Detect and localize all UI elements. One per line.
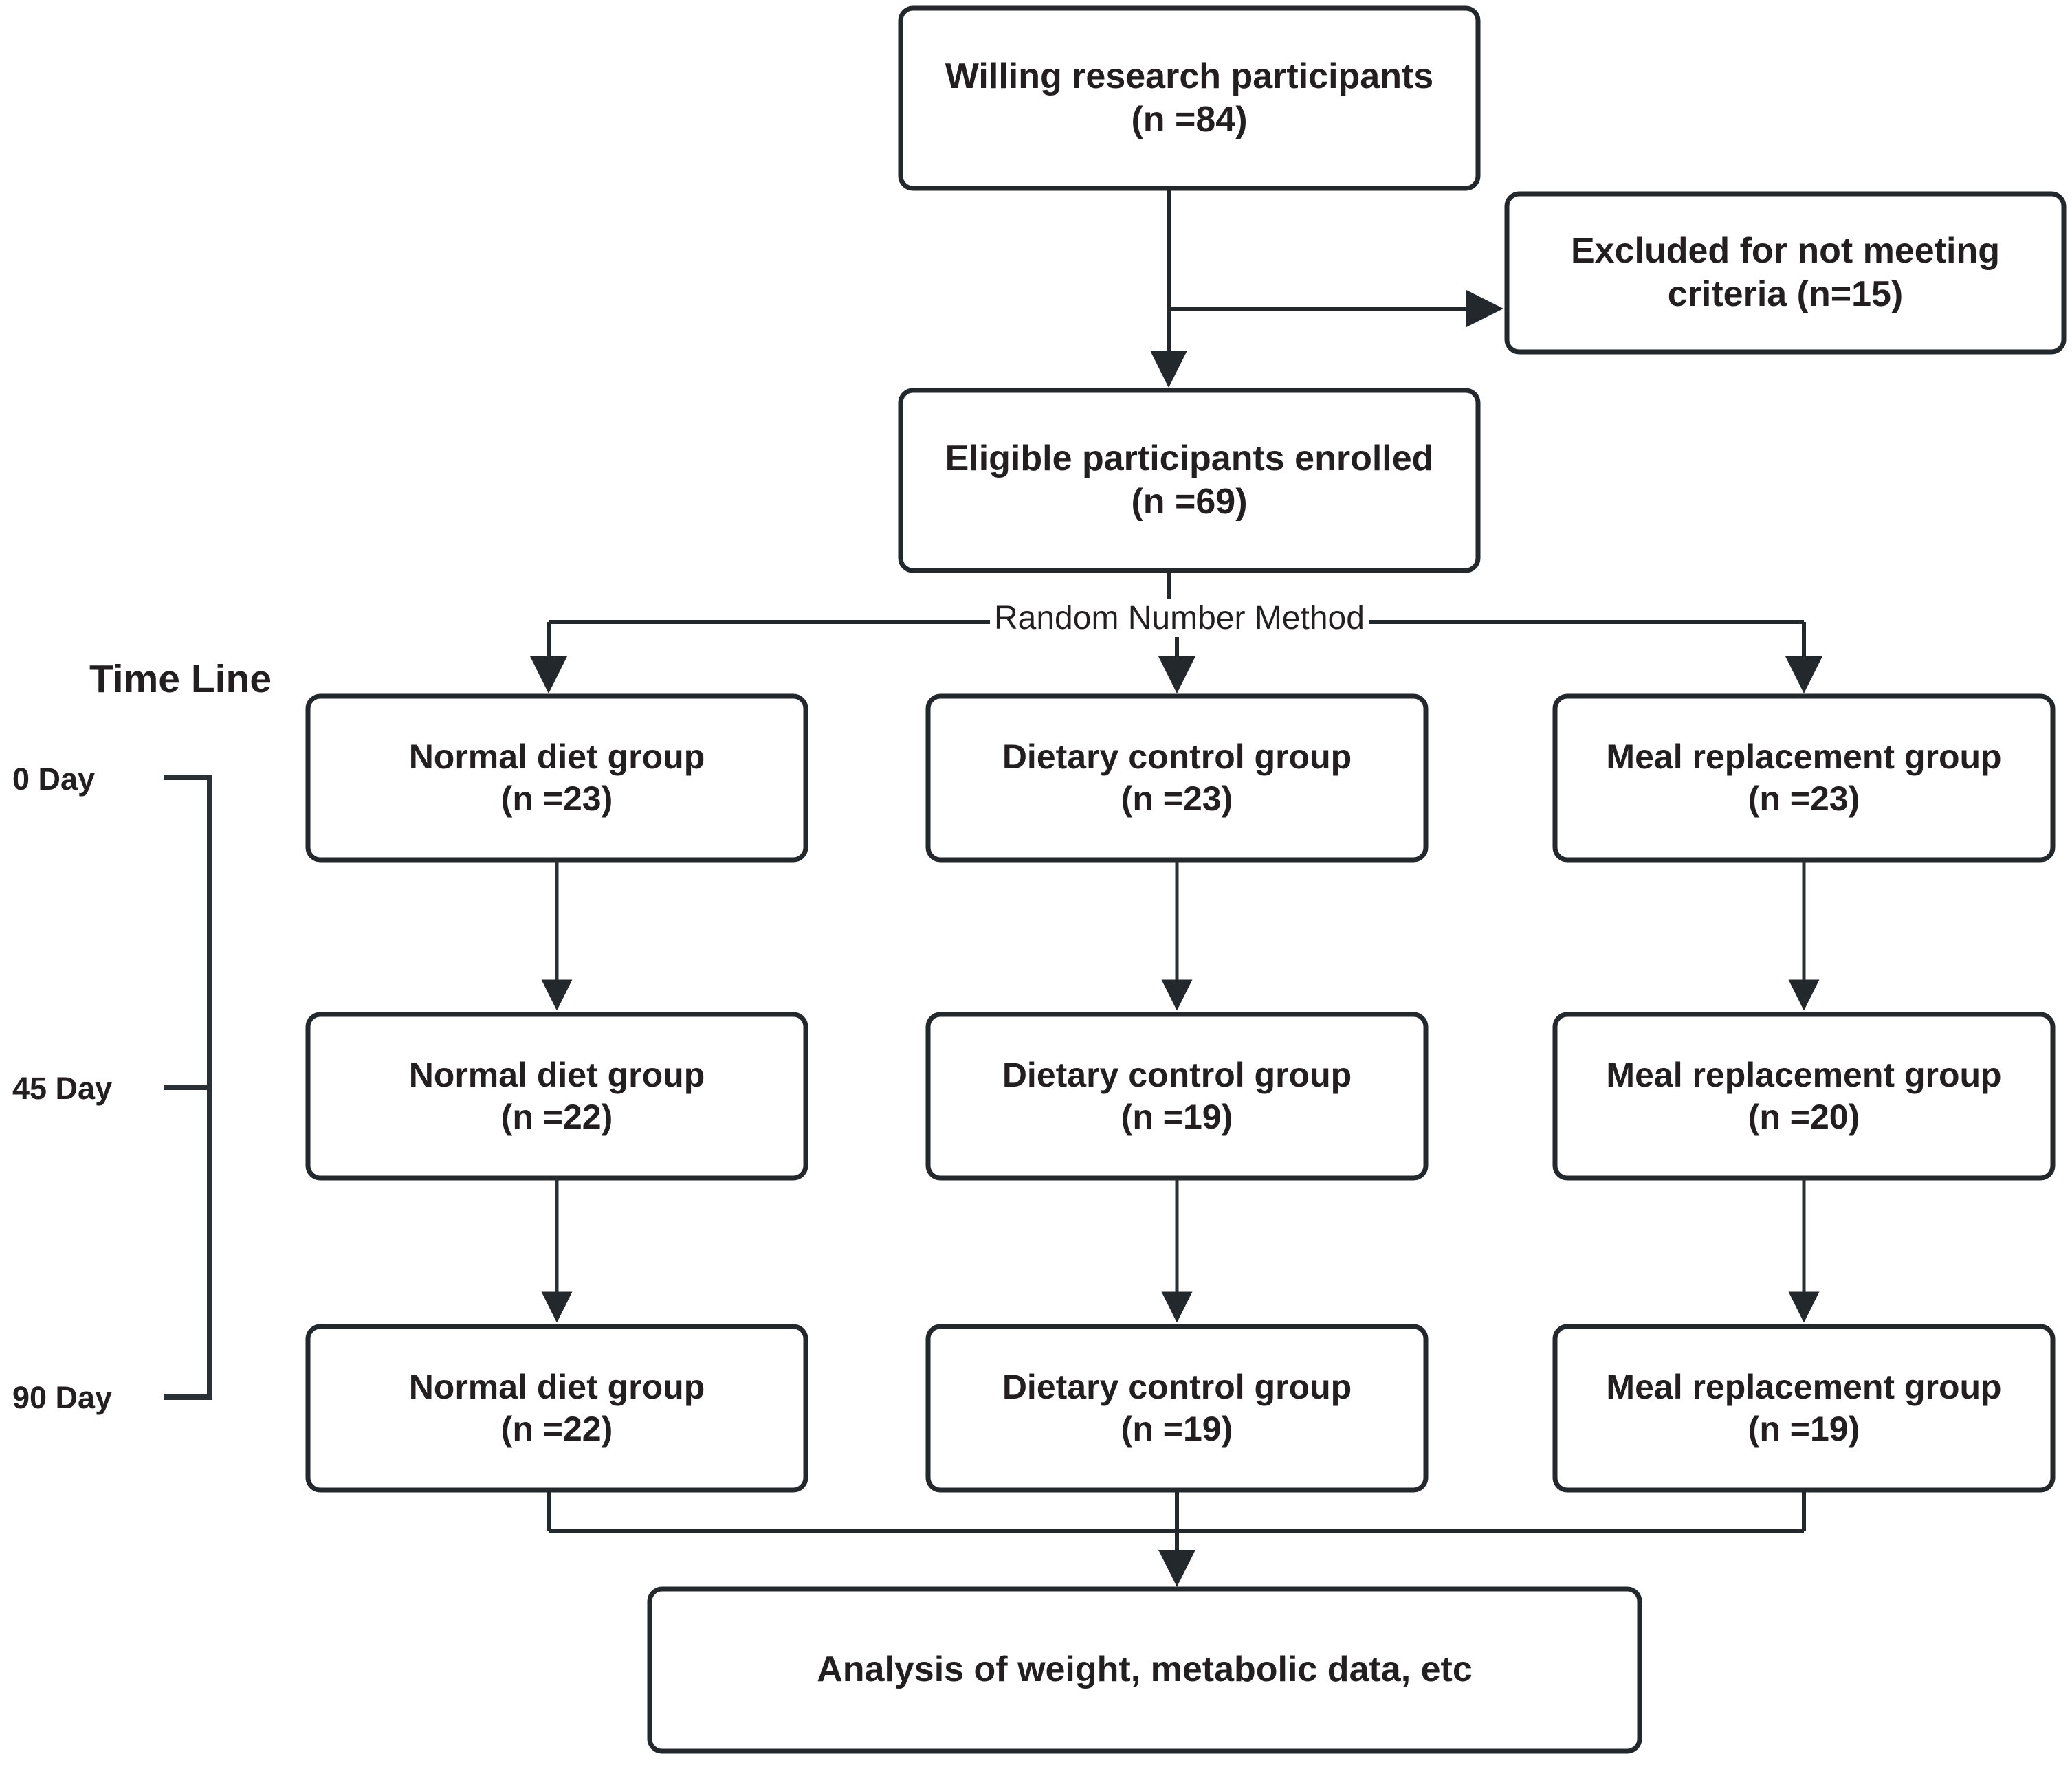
node-enrollment-box: [898, 5, 1481, 191]
node-eligible-box: [898, 388, 1481, 573]
node-analysis-box: [647, 1586, 1642, 1754]
node-group-r2-c2-box: [1552, 1324, 2056, 1493]
node-group-r1-c2-box: [1552, 1012, 2056, 1181]
node-group-r1-c1-box: [925, 1012, 1429, 1181]
timeline-heading: Time Line: [89, 657, 272, 701]
node-group-r0-c1-box: [925, 693, 1429, 863]
node-excluded-box: [1504, 191, 2067, 355]
node-group-r0-c0-box: [305, 693, 808, 863]
node-group-r2-c0-box: [305, 1324, 808, 1493]
node-group-r1-c0-box: [305, 1012, 808, 1181]
timeline-tick-label-90day: 90 Day: [12, 1380, 113, 1415]
node-group-r2-c1-box: [925, 1324, 1429, 1493]
timeline-tick-label-45day: 45 Day: [12, 1071, 113, 1106]
node-group-r0-c2-box: [1552, 693, 2056, 863]
edge-label-randomization: Random Number Method: [990, 599, 1369, 637]
timeline-tick-label-0day: 0 Day: [12, 762, 96, 797]
